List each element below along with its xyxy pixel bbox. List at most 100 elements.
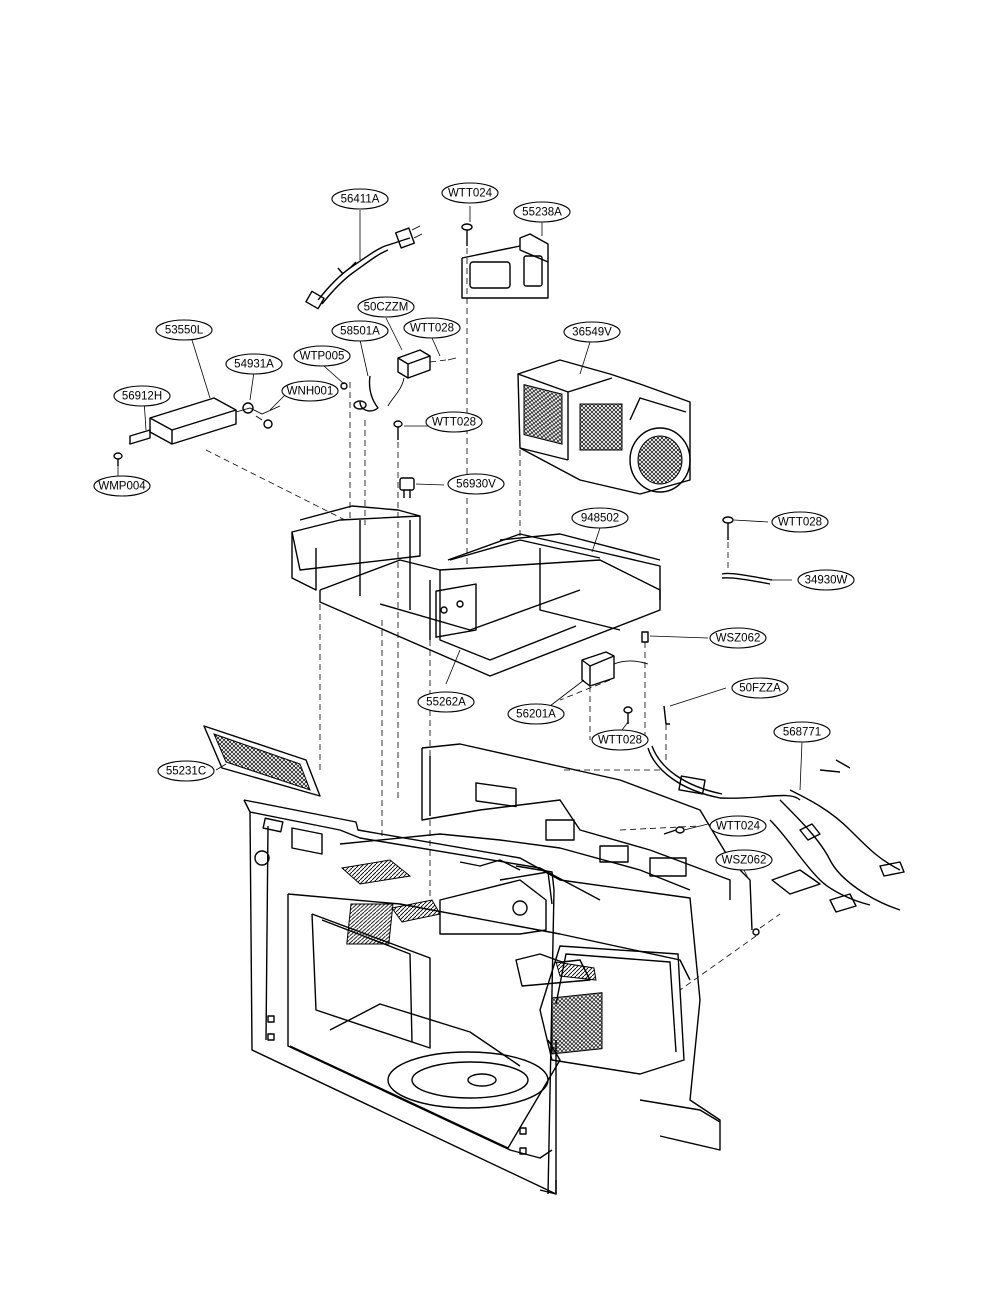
cavity-front-frame bbox=[243, 799, 721, 1195]
callout-53550l: 53550L bbox=[155, 319, 213, 341]
callout-55238a: 55238A bbox=[513, 201, 571, 223]
callout-wsz062-a: WSZ062 bbox=[709, 627, 767, 649]
callout-bubble bbox=[715, 849, 773, 871]
callout-bubble bbox=[155, 319, 213, 341]
callout-55231c: 55231C bbox=[157, 760, 215, 782]
callout-55262a: 55262A bbox=[417, 691, 475, 713]
grease-filter bbox=[203, 725, 321, 797]
callout-label: 36549V bbox=[572, 327, 612, 339]
callout-label: WTT024 bbox=[448, 188, 493, 200]
callout-bubble bbox=[225, 353, 283, 375]
callout-56930v: 56930V bbox=[447, 473, 505, 495]
callout-948502: 948502 bbox=[571, 507, 629, 529]
callout-wtt028-d: WTT028 bbox=[591, 729, 649, 751]
screw-wtt024-right bbox=[663, 826, 685, 835]
callout-label: WTP005 bbox=[300, 351, 345, 363]
callout-label: 50CZZM bbox=[364, 302, 409, 314]
callout-56411a: 56411A bbox=[331, 188, 389, 210]
callout-bubble bbox=[403, 317, 461, 339]
callout-34930w: 34930W bbox=[797, 569, 855, 591]
callout-bubble bbox=[331, 320, 389, 342]
thermostat bbox=[399, 477, 415, 498]
screw-bottom bbox=[623, 706, 633, 724]
callout-label: 55262A bbox=[426, 697, 466, 709]
callout-56201a: 56201A bbox=[507, 703, 565, 725]
callout-label: WNH001 bbox=[287, 386, 334, 398]
callout-bubble bbox=[731, 677, 789, 699]
callout-bubble bbox=[417, 691, 475, 713]
screw-mid bbox=[393, 420, 403, 800]
callout-label: 55238A bbox=[522, 207, 562, 219]
callout-bubble bbox=[293, 345, 351, 367]
thermal-sensor bbox=[349, 375, 379, 525]
callout-label: WTT028 bbox=[598, 735, 642, 747]
clip-50fzza bbox=[663, 705, 670, 760]
callout-bubble bbox=[93, 475, 151, 497]
screw-wmp004 bbox=[113, 452, 123, 466]
callout-label: WTT024 bbox=[716, 821, 761, 833]
callout-label: 568771 bbox=[783, 727, 821, 739]
callout-bubble bbox=[771, 511, 829, 533]
screw-right bbox=[721, 516, 773, 585]
relay bbox=[559, 651, 649, 740]
callout-54931a: 54931A bbox=[225, 353, 283, 375]
power-cord bbox=[305, 225, 423, 310]
callout-bubble bbox=[797, 569, 855, 591]
callout-bubble bbox=[507, 703, 565, 725]
callout-wtt028-a: WTT028 bbox=[403, 317, 461, 339]
callout-wtt024-top: WTT024 bbox=[441, 182, 499, 204]
callout-label: 53550L bbox=[165, 325, 204, 337]
callout-wmp004: WMP004 bbox=[93, 475, 151, 497]
cabinet-rear-wall bbox=[421, 743, 731, 900]
callout-bubble bbox=[773, 721, 831, 743]
callout-label: 55231C bbox=[166, 766, 206, 778]
callout-label: 56411A bbox=[341, 194, 380, 206]
screw-top bbox=[461, 223, 473, 565]
callout-bubble bbox=[425, 411, 483, 433]
callout-bubble bbox=[157, 760, 215, 782]
fan-motor-assembly bbox=[517, 359, 691, 540]
callout-wsz062-b: WSZ062 bbox=[715, 849, 773, 871]
callout-label: 56912H bbox=[122, 391, 162, 403]
callout-bubble bbox=[447, 473, 505, 495]
callout-bubble bbox=[113, 385, 171, 407]
callout-bubble bbox=[571, 507, 629, 529]
callout-label: WTT028 bbox=[432, 417, 476, 429]
callout-50fzza: 50FZZA bbox=[731, 677, 789, 699]
callout-label: WTT028 bbox=[778, 517, 822, 529]
callout-56912h: 56912H bbox=[113, 385, 171, 407]
callout-wnh001: WNH001 bbox=[281, 380, 339, 402]
callout-bubble bbox=[563, 321, 621, 343]
callout-50czzm: 50CZZM bbox=[357, 296, 415, 318]
callout-label: 50FZZA bbox=[739, 683, 781, 695]
wire-harness bbox=[647, 745, 905, 913]
main-bracket-frame bbox=[291, 505, 661, 900]
callout-label: 34930W bbox=[805, 575, 848, 587]
cavity-top bbox=[339, 833, 781, 991]
callout-wtp005: WTP005 bbox=[293, 345, 351, 367]
callout-bubble bbox=[709, 815, 767, 837]
callout-bubble bbox=[441, 182, 499, 204]
callout-bubble bbox=[709, 627, 767, 649]
callout-wtt028-c: WTT028 bbox=[771, 511, 829, 533]
callout-bubble bbox=[281, 380, 339, 402]
leader-lines bbox=[117, 206, 803, 879]
capacitor bbox=[387, 349, 457, 407]
callout-label: 56201A bbox=[516, 709, 556, 721]
callout-bubble bbox=[357, 296, 415, 318]
callout-wtt028-b: WTT028 bbox=[425, 411, 483, 433]
callout-label: WMP004 bbox=[98, 481, 146, 493]
callout-labels: 56411A WTT024 55238A 50CZZM 53550L 58501A WTT0… bbox=[93, 182, 855, 871]
callout-bubble bbox=[331, 188, 389, 210]
callout-wtt024-b: WTT024 bbox=[709, 815, 767, 837]
callout-58501a: 58501A bbox=[331, 320, 389, 342]
callout-bubble bbox=[513, 201, 571, 223]
callout-label: 948502 bbox=[581, 513, 619, 525]
callout-568771: 568771 bbox=[773, 721, 831, 743]
callout-label: WTT028 bbox=[410, 323, 454, 335]
callout-label: 54931A bbox=[234, 359, 274, 371]
callout-label: WSZ062 bbox=[716, 633, 761, 645]
callout-label: 56930V bbox=[456, 479, 496, 491]
callout-label: WSZ062 bbox=[722, 855, 767, 867]
